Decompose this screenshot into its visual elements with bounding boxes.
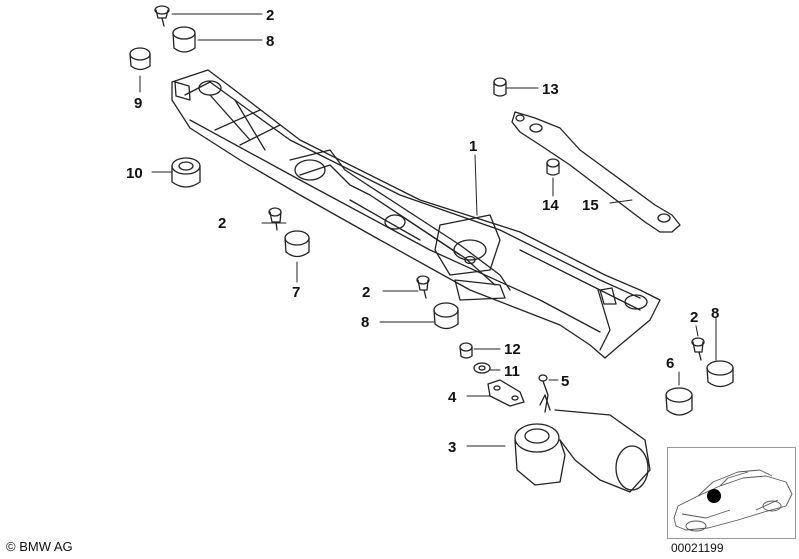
callout-4: 4 — [448, 389, 457, 406]
nut-13 — [493, 77, 507, 97]
wiper-linkage-frame — [171, 69, 661, 359]
bushing-7 — [284, 230, 310, 258]
drawing-number: 00021199 — [671, 541, 724, 555]
callout-11: 11 — [504, 363, 520, 380]
screw-2-top — [154, 5, 170, 27]
callout-7: 7 — [292, 284, 300, 301]
push-rod — [511, 111, 681, 233]
callout-labels: 2 8 9 13 1 10 14 15 2 7 2 8 12 11 5 4 3 … — [126, 7, 719, 456]
callout-2-top: 2 — [266, 7, 274, 24]
callout-2-mid: 2 — [218, 215, 226, 232]
wiper-motor — [514, 394, 651, 493]
callout-15: 15 — [582, 197, 599, 214]
washer-11 — [473, 362, 491, 374]
callout-5: 5 — [561, 373, 569, 390]
screw-2-low — [416, 275, 430, 299]
copyright-text: © BMW AG — [6, 539, 73, 554]
callout-6: 6 — [666, 355, 674, 372]
bushing-10 — [171, 157, 201, 188]
callout-8-top: 8 — [266, 33, 274, 50]
connector-5 — [538, 374, 549, 413]
callout-14: 14 — [542, 197, 559, 214]
callout-9: 9 — [134, 95, 142, 112]
callout-2-low: 2 — [362, 284, 370, 301]
callout-2-right: 2 — [690, 309, 698, 326]
bushing-8-mid — [433, 302, 459, 330]
callout-8-mid: 8 — [361, 314, 369, 331]
callout-8-right: 8 — [711, 305, 719, 322]
inset-location-view — [667, 447, 796, 539]
callout-3: 3 — [448, 439, 456, 456]
screw-2-right — [691, 337, 705, 361]
screw-2-mid — [268, 207, 282, 231]
bracket-4 — [487, 379, 525, 407]
callout-13: 13 — [542, 81, 559, 98]
location-marker — [707, 489, 721, 503]
callout-12: 12 — [504, 341, 521, 358]
callout-10: 10 — [126, 165, 143, 182]
callout-1: 1 — [469, 138, 477, 155]
bushing-6 — [665, 387, 693, 416]
bushing-8-top — [172, 26, 196, 53]
nut-14 — [546, 158, 560, 176]
nut-12 — [459, 342, 473, 359]
bushing-8-right — [706, 360, 734, 388]
grommet-9 — [129, 47, 151, 71]
leader-lines — [139, 13, 717, 447]
car-outline-icon — [673, 469, 793, 532]
